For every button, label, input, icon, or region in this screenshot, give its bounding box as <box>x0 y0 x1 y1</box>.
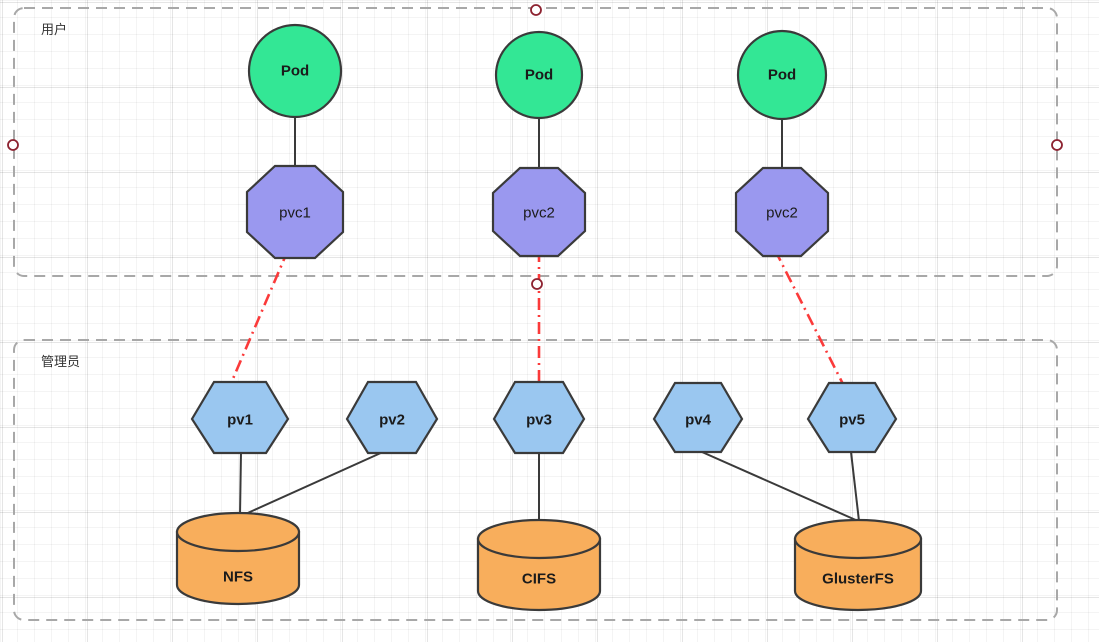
pod-circle[interactable] <box>736 29 828 121</box>
node-pod-1[interactable]: Pod <box>247 23 343 119</box>
pv-hexagon[interactable] <box>652 381 744 454</box>
node-pvc-1[interactable]: pvc1 <box>245 164 345 260</box>
pod-label: Pod <box>525 67 553 84</box>
selection-handle-top[interactable] <box>530 4 542 16</box>
pod-circle[interactable] <box>494 30 584 120</box>
group-admin-label: 管理员 <box>41 354 80 369</box>
pv-hexagon[interactable] <box>190 380 290 455</box>
pvc-octagon[interactable] <box>491 166 587 258</box>
pod-label: Pod <box>768 67 796 84</box>
binding-pvc2b-pv5 <box>773 249 847 389</box>
node-storage-cifs[interactable]: CIFS <box>476 518 602 612</box>
node-pv-4[interactable]: pv4 <box>652 381 744 454</box>
pvc-label: pvc2 <box>523 205 555 222</box>
node-pv-1[interactable]: pv1 <box>190 380 290 455</box>
node-pvc-3[interactable]: pvc2 <box>734 166 830 258</box>
group-admin-border[interactable] <box>13 339 1058 621</box>
pv-label: pv4 <box>685 412 712 429</box>
node-pvc-2[interactable]: pvc2 <box>491 166 587 258</box>
node-pv-5[interactable]: pv5 <box>806 381 898 454</box>
node-storage-nfs[interactable]: NFS <box>175 511 301 606</box>
storage-label: GlusterFS <box>822 571 894 588</box>
pvc-label: pvc1 <box>279 205 311 222</box>
pv-label: pv1 <box>227 412 253 429</box>
pv-label: pv2 <box>379 412 405 429</box>
group-user-label: 用户 <box>41 22 67 37</box>
pvc-octagon[interactable] <box>734 166 830 258</box>
pod-circle[interactable] <box>247 23 343 119</box>
pv-hexagon[interactable] <box>345 380 439 455</box>
selection-handle-bottom[interactable] <box>531 278 543 290</box>
pv-label: pv5 <box>839 412 865 429</box>
cylinder-top[interactable] <box>793 518 923 560</box>
node-pv-3[interactable]: pv3 <box>492 380 586 455</box>
group-admin[interactable]: 管理员 <box>13 339 1058 621</box>
storage-label: NFS <box>223 569 253 586</box>
pv-label: pv3 <box>526 412 552 429</box>
selection-handle-right[interactable] <box>1051 139 1063 151</box>
edge-pv1-nfs <box>239 451 242 516</box>
pv-hexagon[interactable] <box>492 380 586 455</box>
cylinder-top[interactable] <box>476 518 602 560</box>
node-storage-glusterfs[interactable]: GlusterFS <box>793 518 923 612</box>
cylinder-body[interactable] <box>476 537 602 612</box>
node-pod-2[interactable]: Pod <box>494 30 584 120</box>
edge-pv4-gfs <box>701 451 859 522</box>
cylinder-body[interactable] <box>793 537 923 612</box>
node-pv-2[interactable]: pv2 <box>345 380 439 455</box>
cylinder-body[interactable] <box>175 530 301 606</box>
storage-label: CIFS <box>522 571 556 588</box>
pv-hexagon[interactable] <box>806 381 898 454</box>
edge-pv2-nfs <box>240 451 384 517</box>
node-pod-3[interactable]: Pod <box>736 29 828 121</box>
pvc-label: pvc2 <box>766 205 798 222</box>
cylinder-top[interactable] <box>175 511 301 553</box>
selection-handle-left[interactable] <box>7 139 19 151</box>
pod-label: Pod <box>281 63 309 80</box>
edge-pv5-gfs <box>850 451 860 522</box>
binding-pvc1-pv1 <box>227 249 290 389</box>
pvc-octagon[interactable] <box>245 164 345 260</box>
